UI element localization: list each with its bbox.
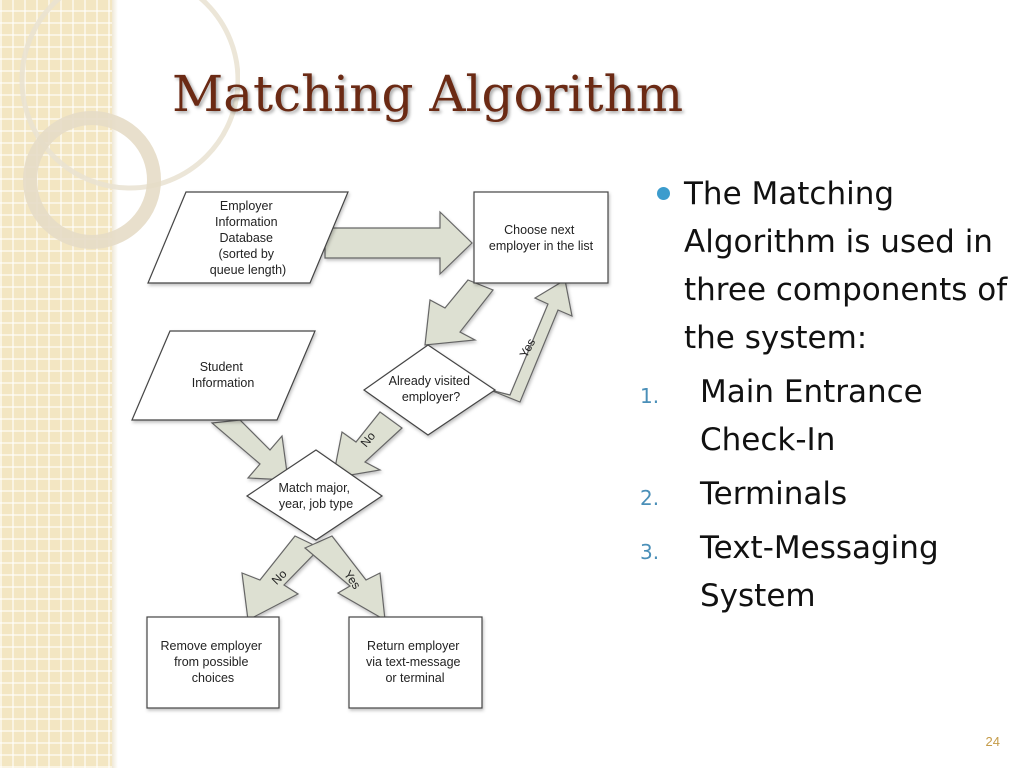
item-number: 3. — [640, 540, 660, 564]
flowchart: Yes No No Yes Employer Information Datab… — [131, 191, 609, 709]
bullet-text: The Matching Algorithm is used in three … — [684, 176, 1008, 356]
employer-database-text: Employer Information Database (sorted by… — [210, 199, 286, 277]
numbered-item-3: 3. Text-Messaging System — [640, 524, 1010, 620]
remove-employer-text: Remove employer from possible choices — [161, 639, 266, 685]
numbered-item-1: 1. Main Entrance Check-In — [640, 368, 1010, 464]
student-information-node — [131, 330, 316, 421]
arrow-visited-no-to-match — [332, 411, 403, 479]
numbered-item-2: 2. Terminals — [640, 470, 1010, 518]
bullet-item: The Matching Algorithm is used in three … — [640, 170, 1010, 362]
bullet-list: The Matching Algorithm is used in three … — [640, 170, 1010, 620]
bullet-dot-icon — [657, 187, 670, 200]
match-node — [245, 449, 384, 541]
student-information-text: Student Information — [192, 360, 255, 390]
arrow-student-to-match — [210, 419, 289, 481]
return-employer-text: Return employer via text-message or term… — [366, 639, 464, 685]
choose-next-text: Choose next employer in the list — [489, 223, 594, 253]
slide-title: Matching Algorithm — [172, 65, 684, 123]
return-employer-node — [348, 616, 483, 709]
remove-employer-node — [146, 616, 280, 709]
item-number: 2. — [640, 486, 660, 510]
choose-next-node — [473, 191, 609, 284]
item-text: Terminals — [700, 476, 848, 512]
arrow-match-yes-to-return — [303, 535, 386, 622]
arrow-choose-to-visited — [424, 279, 494, 346]
item-text: Main Entrance Check-In — [700, 374, 923, 458]
arrow-db-to-choose — [324, 210, 473, 276]
match-text: Match major, year, job type — [278, 481, 353, 511]
already-visited-text: Already visited employer? — [389, 374, 474, 404]
item-number: 1. — [640, 384, 660, 408]
page-number: 24 — [985, 734, 1000, 749]
already-visited-node — [362, 344, 497, 436]
item-text: Text-Messaging System — [700, 530, 939, 614]
employer-database-node — [147, 191, 349, 284]
decorative-rings — [19, 0, 240, 249]
decorative-band-edge — [112, 0, 118, 768]
